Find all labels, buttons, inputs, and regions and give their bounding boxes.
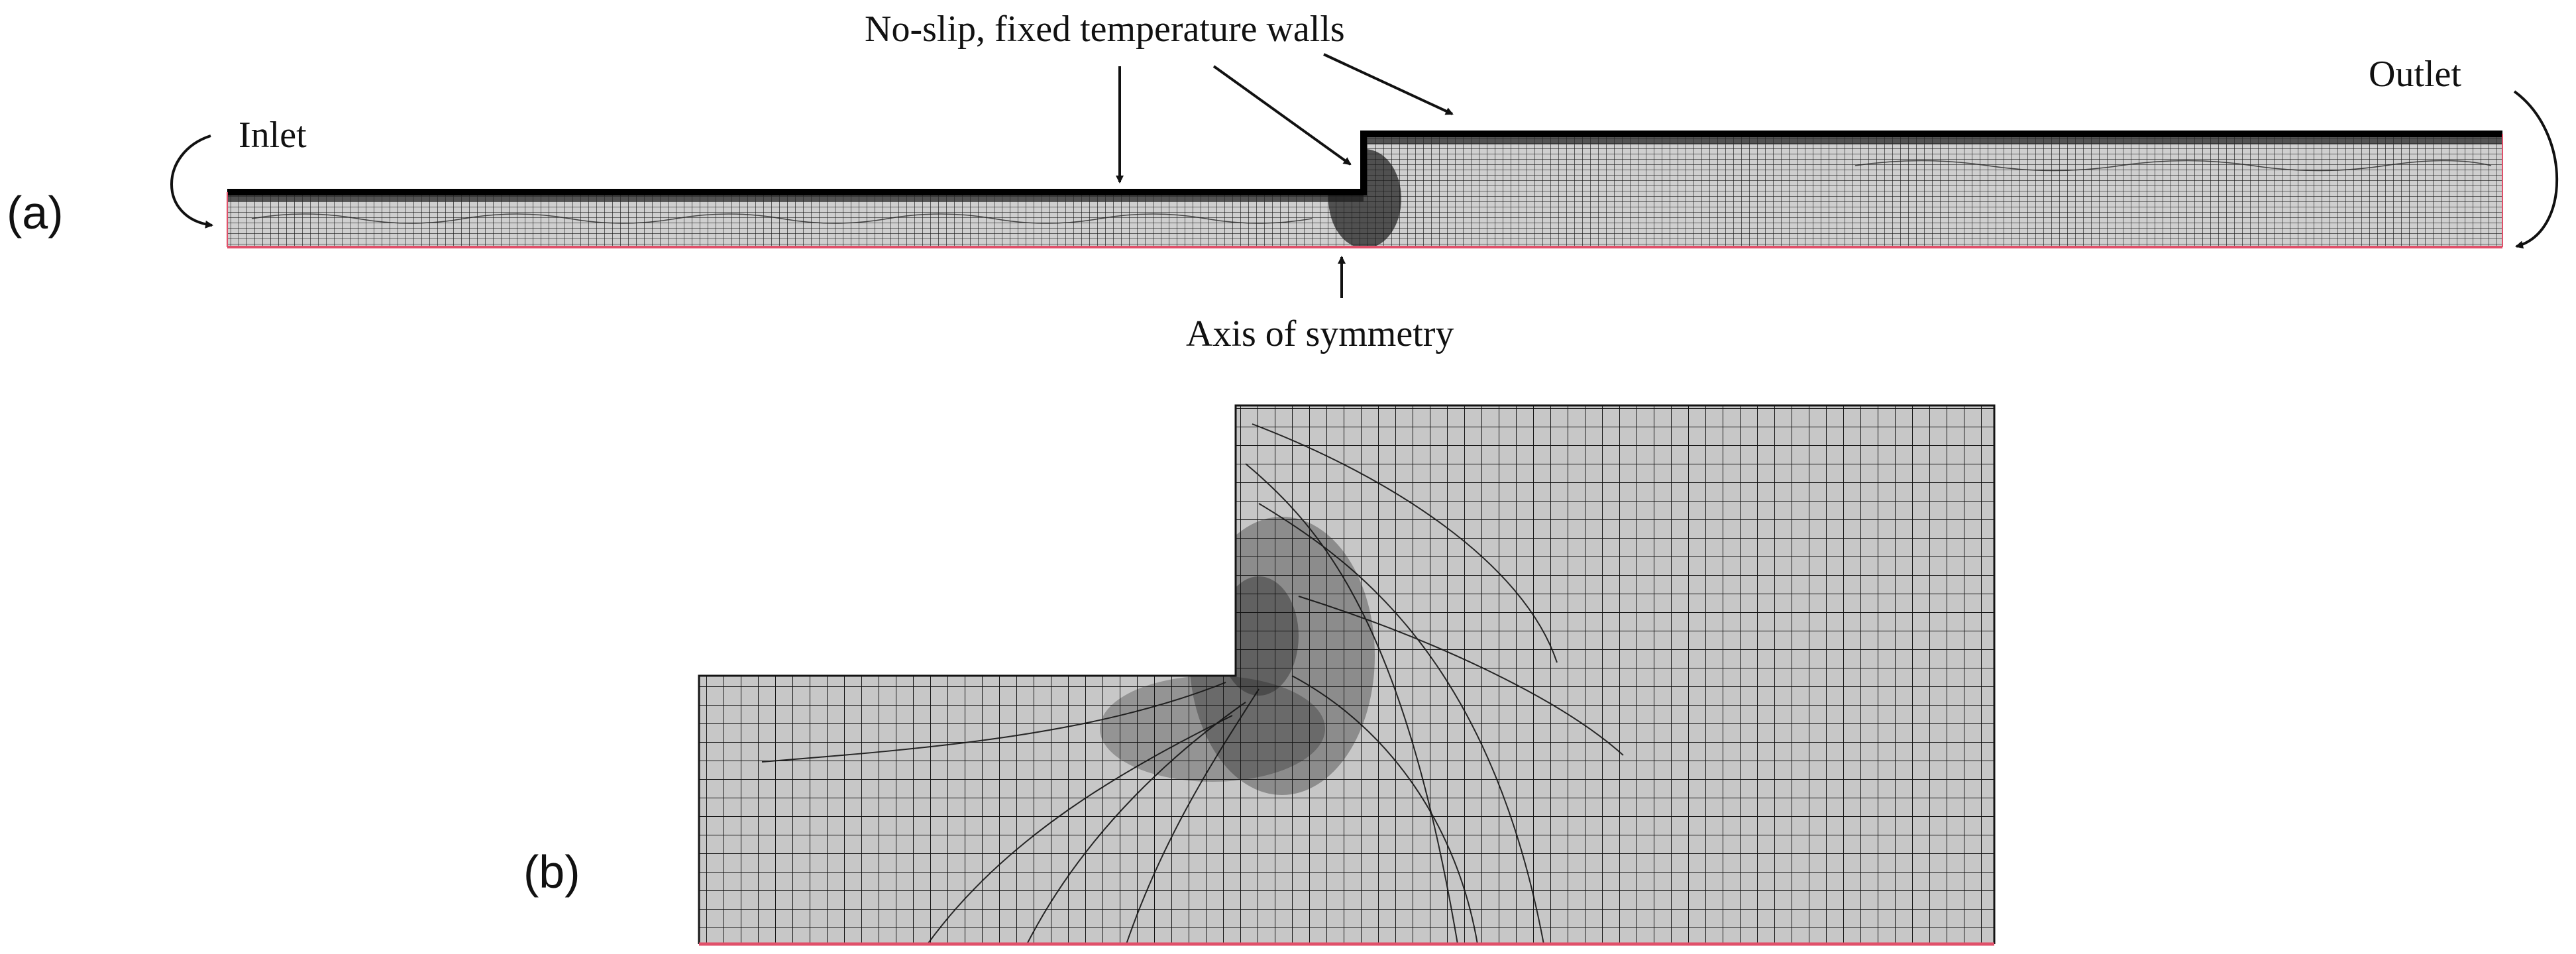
inlet-annotation: Inlet: [239, 115, 307, 156]
mesh-a-transition-narrow: [251, 213, 1313, 224]
mesh-b-refinement-core: [1219, 576, 1299, 696]
panel-b: (b): [523, 404, 1996, 946]
walls-arrow-2: [1212, 65, 1352, 166]
panel-b-label: (b): [523, 846, 580, 898]
walls-annotation: No-slip, fixed temperature walls: [865, 9, 1345, 50]
wall-boundary-b: [698, 404, 1996, 944]
outlet-annotation: Outlet: [2369, 54, 2461, 95]
panel-a: (a) No-slip, fixed temperature walls Inl…: [7, 9, 2559, 354]
wall-boundary-a: [227, 131, 2502, 195]
mesh-b-refinement-lower: [1100, 676, 1325, 782]
outlet-arrow: [2513, 90, 2559, 249]
walls-arrow-3: [1323, 53, 1454, 115]
panel-a-label: (a): [7, 187, 64, 238]
mesh-a-transition-wide: [1854, 160, 2492, 172]
mesh-b-curved-lines: [761, 423, 1624, 944]
axis-annotation: Axis of symmetry: [1186, 313, 1454, 354]
inlet-arrow: [170, 134, 213, 229]
